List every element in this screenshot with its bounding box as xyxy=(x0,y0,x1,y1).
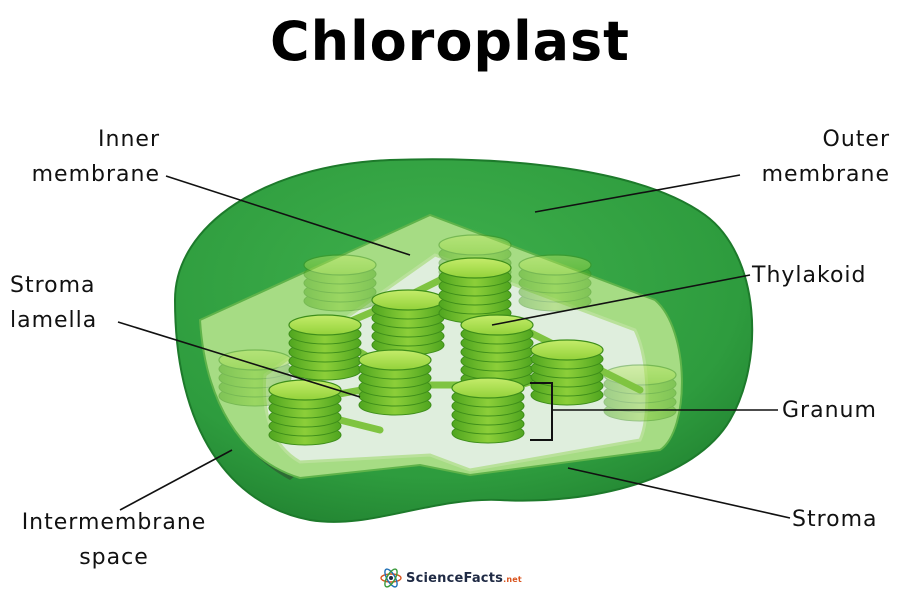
leader-lines xyxy=(117,174,791,519)
label-inner-membrane-line2: membrane xyxy=(31,162,160,187)
granum-stack xyxy=(288,314,362,381)
label-stroma-text: Stroma xyxy=(792,507,878,532)
logo-suffix: .net xyxy=(503,574,522,584)
granum-stack xyxy=(268,379,342,446)
label-stroma-lamella-line2: lamella xyxy=(10,308,98,333)
label-granum: Granum xyxy=(782,393,877,428)
granum-stack xyxy=(358,349,432,416)
granum-bracket xyxy=(530,382,553,441)
label-outer-membrane-line1: Outer xyxy=(822,127,890,152)
label-stroma-lamella-line1: Stroma xyxy=(10,273,96,298)
label-stroma: Stroma xyxy=(792,502,878,537)
label-granum-text: Granum xyxy=(782,398,877,423)
label-stroma-lamella: Stroma lamella xyxy=(10,268,97,338)
granum-stack xyxy=(451,377,525,444)
label-intermembrane-space-line2: space xyxy=(79,545,149,570)
label-inner-membrane-line1: Inner xyxy=(98,127,160,152)
leader-intermembrane-space xyxy=(119,449,233,511)
sciencefacts-logo: ScienceFacts.net xyxy=(380,566,522,590)
granum-stack xyxy=(371,289,445,356)
leader-thylakoid xyxy=(491,274,751,326)
logo-name: ScienceFacts xyxy=(406,570,504,586)
label-thylakoid: Thylakoid xyxy=(752,258,867,293)
label-outer-membrane: Outer membrane xyxy=(730,122,890,192)
leader-stroma-lamella xyxy=(117,321,361,398)
label-inner-membrane: Inner membrane xyxy=(10,122,160,192)
logo-text: ScienceFacts.net xyxy=(406,571,522,586)
granum-stack xyxy=(438,257,512,324)
label-intermembrane-space-line1: Intermembrane xyxy=(21,510,207,535)
leader-outer-membrane xyxy=(534,174,741,213)
label-thylakoid-text: Thylakoid xyxy=(752,263,867,288)
leader-inner-membrane xyxy=(165,175,411,256)
atom-icon xyxy=(380,568,402,588)
granum-stack xyxy=(530,339,604,406)
leader-stroma xyxy=(567,467,791,519)
label-intermembrane-space: Intermembrane space xyxy=(8,505,220,575)
label-outer-membrane-line2: membrane xyxy=(761,162,890,187)
diagram-title: Chloroplast xyxy=(270,10,630,73)
